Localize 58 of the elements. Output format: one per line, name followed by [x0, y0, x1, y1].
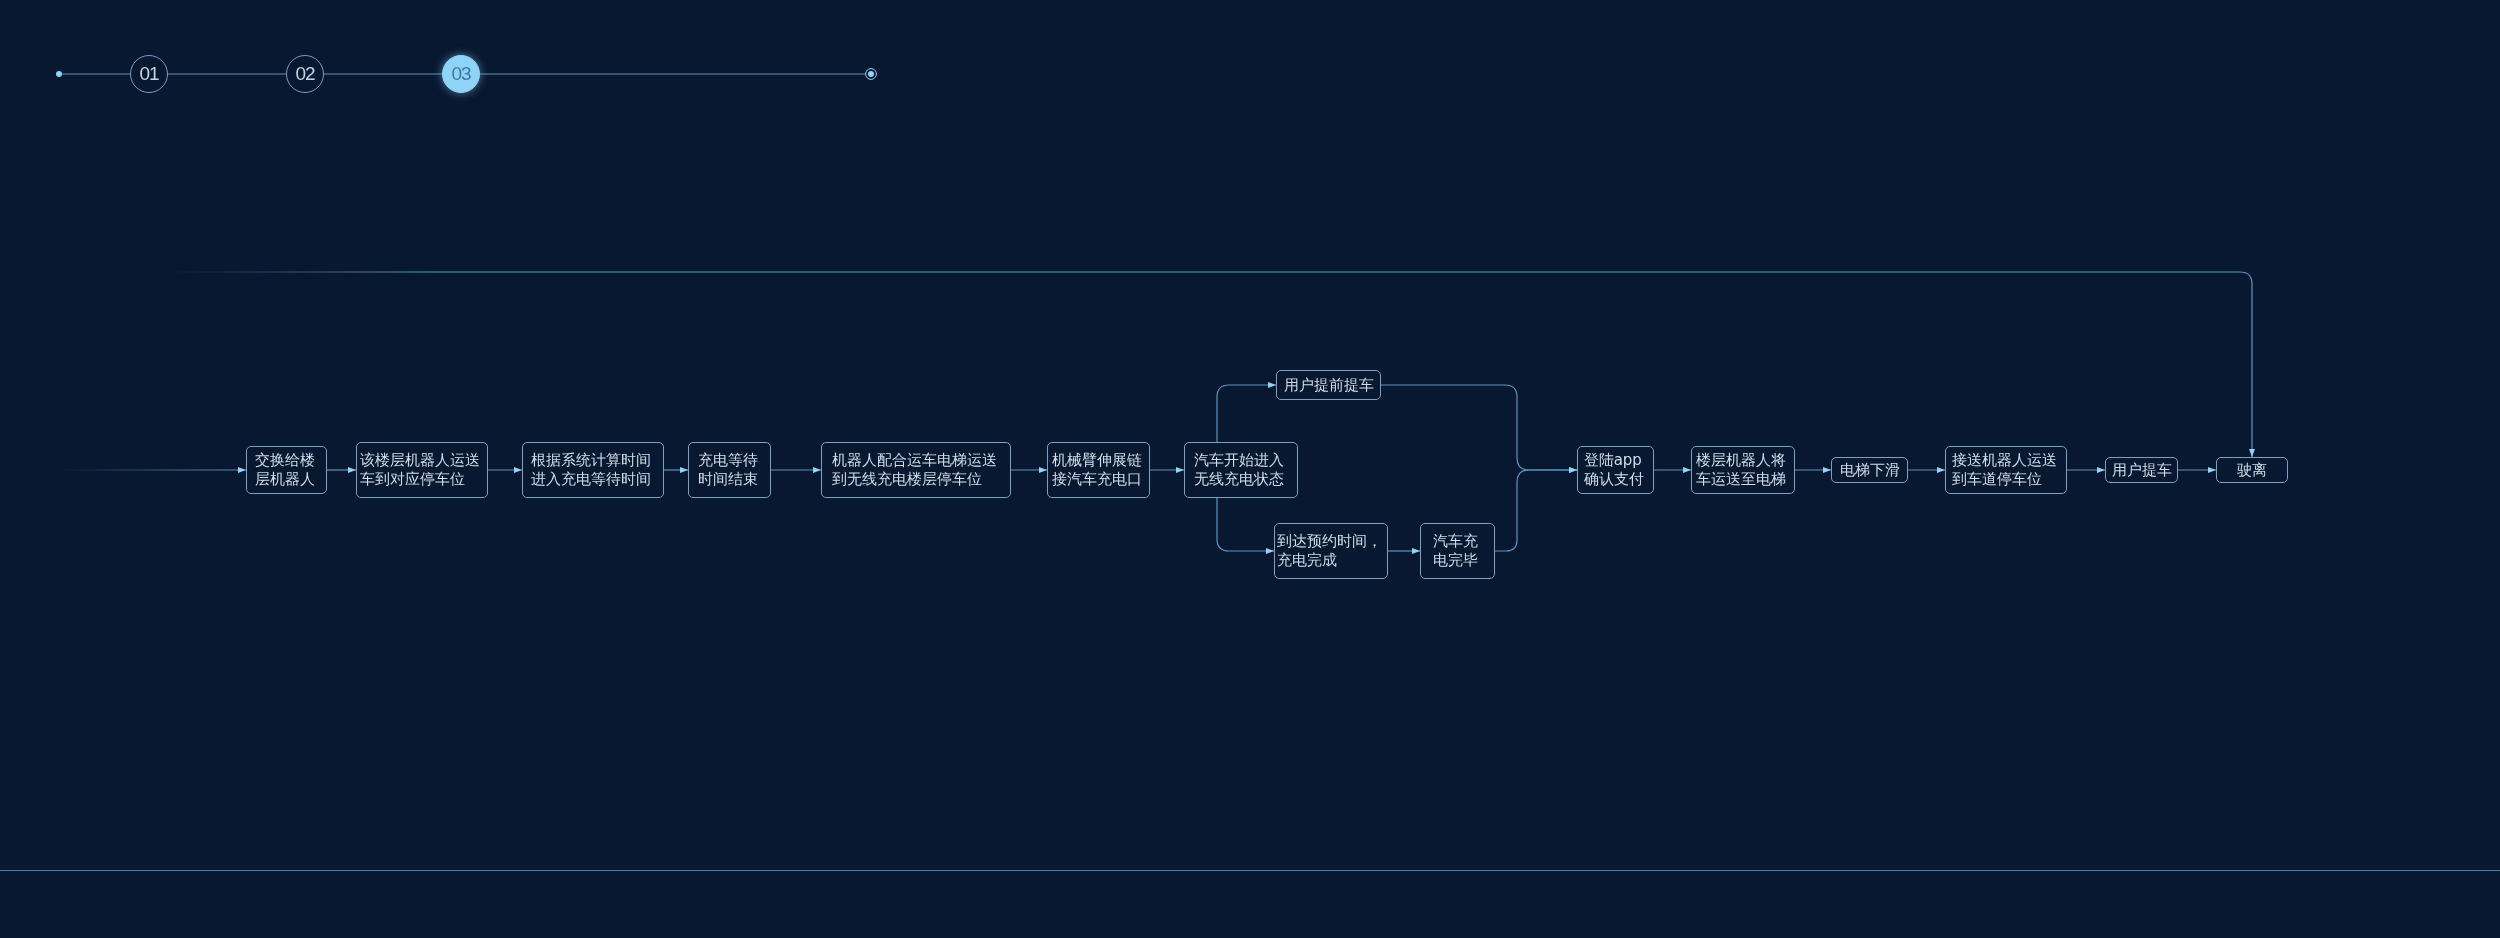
process-box: [1274, 523, 1388, 579]
active-step-circle: [442, 55, 480, 93]
process-box: [1945, 446, 2067, 494]
process-label: 根据系统计算时间进入充电等待时间: [531, 451, 653, 489]
process-box: [2216, 457, 2288, 483]
arrow: [2177, 467, 2217, 473]
process-label: 充电等待时间结束: [697, 451, 759, 489]
process-box: [2105, 457, 2178, 483]
arrow: [1794, 467, 1832, 473]
process-box: [1577, 446, 1654, 494]
process-box: [1184, 442, 1298, 498]
process-label: 用户提车: [2111, 460, 2172, 480]
arrow: [487, 467, 523, 473]
arrow: [1216, 382, 1277, 443]
process-box: [1276, 370, 1381, 400]
process-box: [356, 442, 488, 498]
connector-line: [61, 73, 131, 75]
process-label: 汽车充电完毕: [1433, 532, 1480, 570]
arrow: [1010, 467, 1048, 473]
connector-line: [479, 73, 866, 75]
process-box: [688, 442, 771, 498]
step-circle: [286, 55, 324, 93]
arrow: [1387, 548, 1421, 554]
step-number: 03: [451, 64, 471, 84]
step-number: 02: [295, 64, 315, 84]
arrow: [2066, 467, 2106, 473]
process-label: 交换给楼层机器人: [254, 451, 316, 489]
process-label: 驶离: [2237, 460, 2267, 480]
process-label: 楼层机器人将车运送至电梯: [1696, 451, 1788, 489]
process-label: 用户提前提车: [1283, 375, 1374, 395]
process-label: 到达预约时间，充电完成: [1276, 532, 1383, 570]
process-label: 该楼层机器人运送车到对应停车位: [360, 451, 482, 489]
process-box: [1691, 446, 1795, 494]
process-box: [1420, 523, 1495, 579]
process-label: 登陆app确认支付: [1583, 451, 1645, 489]
process-label: 接送机器人运送到车道停车位: [1951, 451, 2058, 489]
arrow: [1653, 467, 1692, 473]
arrow: [1149, 467, 1185, 473]
step-number: 01: [139, 64, 159, 84]
process-box: [1831, 457, 1908, 483]
process-label: 机械臂伸展链接汽车充电口: [1051, 451, 1143, 489]
process-box: [821, 442, 1011, 498]
dot-icon: [56, 71, 62, 77]
process-box: [522, 442, 664, 498]
arrow: [770, 467, 822, 473]
arrow: [663, 467, 689, 473]
process-label: 电梯下滑: [1839, 460, 1900, 480]
process-box: [246, 446, 327, 494]
arrow: [1907, 467, 1946, 473]
process-label: 汽车开始进入无线充电状态: [1194, 451, 1286, 489]
ring-dot-icon: [865, 68, 877, 80]
arrow: [326, 467, 357, 473]
arrow: [1216, 497, 1275, 554]
connector-line: [167, 73, 287, 75]
process-label: 机器人配合运车电梯运送到无线充电楼层停车位: [831, 451, 998, 489]
process-box: [1047, 442, 1150, 498]
connector-line: [323, 73, 443, 75]
step-circle: [130, 55, 168, 93]
